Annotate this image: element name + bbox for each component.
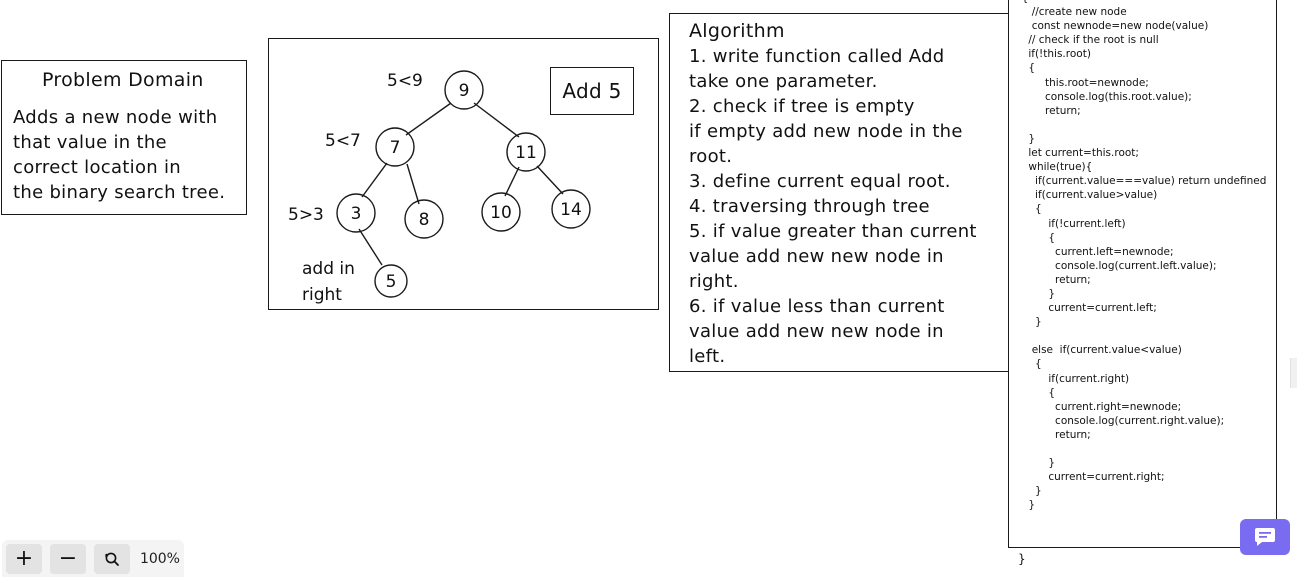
algorithm-line: 6. if value less than current (689, 296, 945, 317)
zoom-reset-icon (105, 552, 119, 566)
code-box: { //create new node const newnode=new no… (1008, 0, 1277, 548)
edge-3-5 (358, 228, 383, 266)
algorithm-box: Algorithm 1. write function called Add t… (669, 13, 1011, 372)
algorithm-line: right. (689, 271, 739, 292)
tree-diagram-box: 9 7 11 3 8 10 14 5 5<9 5<7 5>3 add in ri… (268, 38, 659, 310)
edge-9-7 (405, 102, 452, 136)
code-closing-brace: } (1018, 552, 1026, 566)
algorithm-line: if empty add new node in the (689, 121, 963, 142)
algorithm-line: left. (689, 346, 726, 367)
algorithm-line: take one parameter. (689, 71, 878, 92)
zoom-reset-button[interactable] (93, 543, 130, 574)
node-3-circle (336, 193, 376, 233)
node-10-label: 10 (490, 203, 512, 223)
minus-icon: − (58, 546, 78, 571)
chat-icon (1255, 528, 1275, 546)
algorithm-line: 5. if value greater than current (689, 221, 977, 242)
node-3-label: 3 (351, 204, 362, 224)
edge-9-11 (473, 102, 520, 138)
side-panel-handle[interactable] (1290, 358, 1297, 388)
zoom-in-button[interactable]: + (6, 543, 42, 574)
annotation-left-compare: 5<7 (325, 131, 361, 151)
algorithm-title: Algorithm (689, 20, 785, 42)
algorithm-line: 1. write function called Add (689, 46, 945, 67)
tree-diagram: 9 7 11 3 8 10 14 5 5<9 5<7 5>3 add in ri… (288, 70, 591, 305)
annotation-right: right (302, 285, 342, 305)
node-7-circle (375, 127, 415, 167)
node-7-label: 7 (390, 138, 401, 158)
zoom-level: 100% (139, 550, 180, 567)
node-5-circle (374, 264, 408, 298)
zoom-out-button[interactable]: − (49, 543, 86, 574)
annotation-add-in: add in (302, 259, 355, 279)
problem-domain-text: Adds a new node with that value in the c… (13, 107, 226, 203)
algorithm-steps: 1. write function called Add take one pa… (689, 44, 1019, 369)
algorithm-line: 4. traversing through tree (689, 196, 930, 217)
node-8-label: 8 (419, 210, 430, 230)
algorithm-line: value add new new node in (689, 321, 944, 342)
annotation-root-compare: 5<9 (387, 71, 423, 91)
algorithm-line: root. (689, 146, 733, 167)
problem-domain-box: Problem Domain Adds a new node with that… (1, 60, 247, 215)
edge-11-14 (536, 165, 564, 195)
algorithm-line: 3. define current equal root. (689, 171, 951, 192)
algorithm-line: value add new new node in (689, 246, 944, 267)
node-10-circle (481, 192, 521, 232)
node-5-label: 5 (386, 272, 397, 292)
annotation-leaf-compare: 5>3 (288, 205, 324, 225)
node-9-circle (444, 70, 484, 110)
node-9-label: 9 (459, 81, 470, 101)
chat-button[interactable] (1240, 519, 1290, 555)
edge-7-3 (361, 162, 388, 198)
zoom-toolbar: + − 100% (2, 540, 184, 577)
add-value-label: Add 5 (550, 67, 634, 115)
plus-icon: + (14, 546, 34, 571)
code-text: { //create new node const newnode=new no… (1022, 0, 1267, 512)
edge-7-8 (406, 163, 420, 205)
node-11-label: 11 (515, 143, 537, 163)
node-11-circle (506, 132, 546, 172)
node-14-circle (551, 189, 591, 229)
node-8-circle (404, 199, 444, 239)
algorithm-line: 2. check if tree is empty (689, 96, 915, 117)
problem-domain-title: Problem Domain (42, 69, 204, 91)
edge-11-10 (504, 166, 520, 197)
node-14-label: 14 (560, 200, 582, 220)
